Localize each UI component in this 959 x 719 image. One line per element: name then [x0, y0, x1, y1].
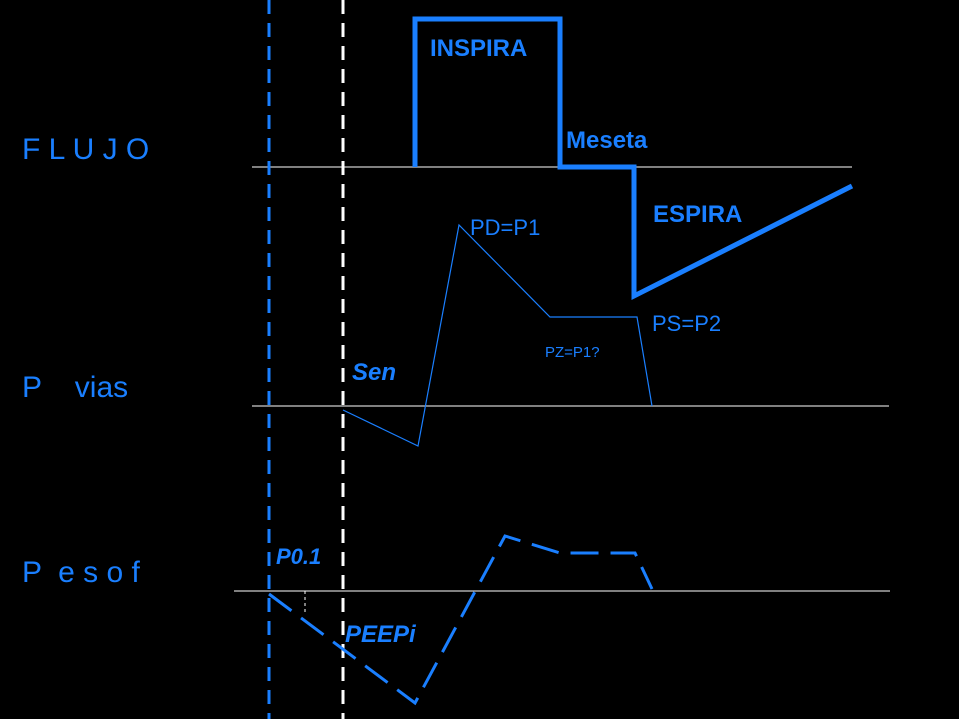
flujo-waveform	[412, 16, 854, 301]
label-sen: Sen	[352, 359, 396, 386]
label-espira: ESPIRA	[653, 201, 742, 228]
label-p01: P0.1	[276, 544, 321, 569]
label-peepi: PEEPi	[345, 621, 417, 648]
pesof-waveform	[268, 534, 654, 706]
label-pd: PD=P1	[470, 215, 540, 240]
label-ps: PS=P2	[652, 311, 721, 336]
row-label-flujo: F L U J O	[22, 133, 149, 166]
label-inspira: INSPIRA	[430, 35, 527, 62]
label-meseta: Meseta	[566, 127, 648, 154]
row-label-pesof: P e s o f	[22, 556, 141, 589]
label-pz: PZ=P1?	[545, 344, 600, 361]
pvias-waveform	[342, 223, 653, 447]
row-label-pvias: P vias	[22, 371, 128, 404]
